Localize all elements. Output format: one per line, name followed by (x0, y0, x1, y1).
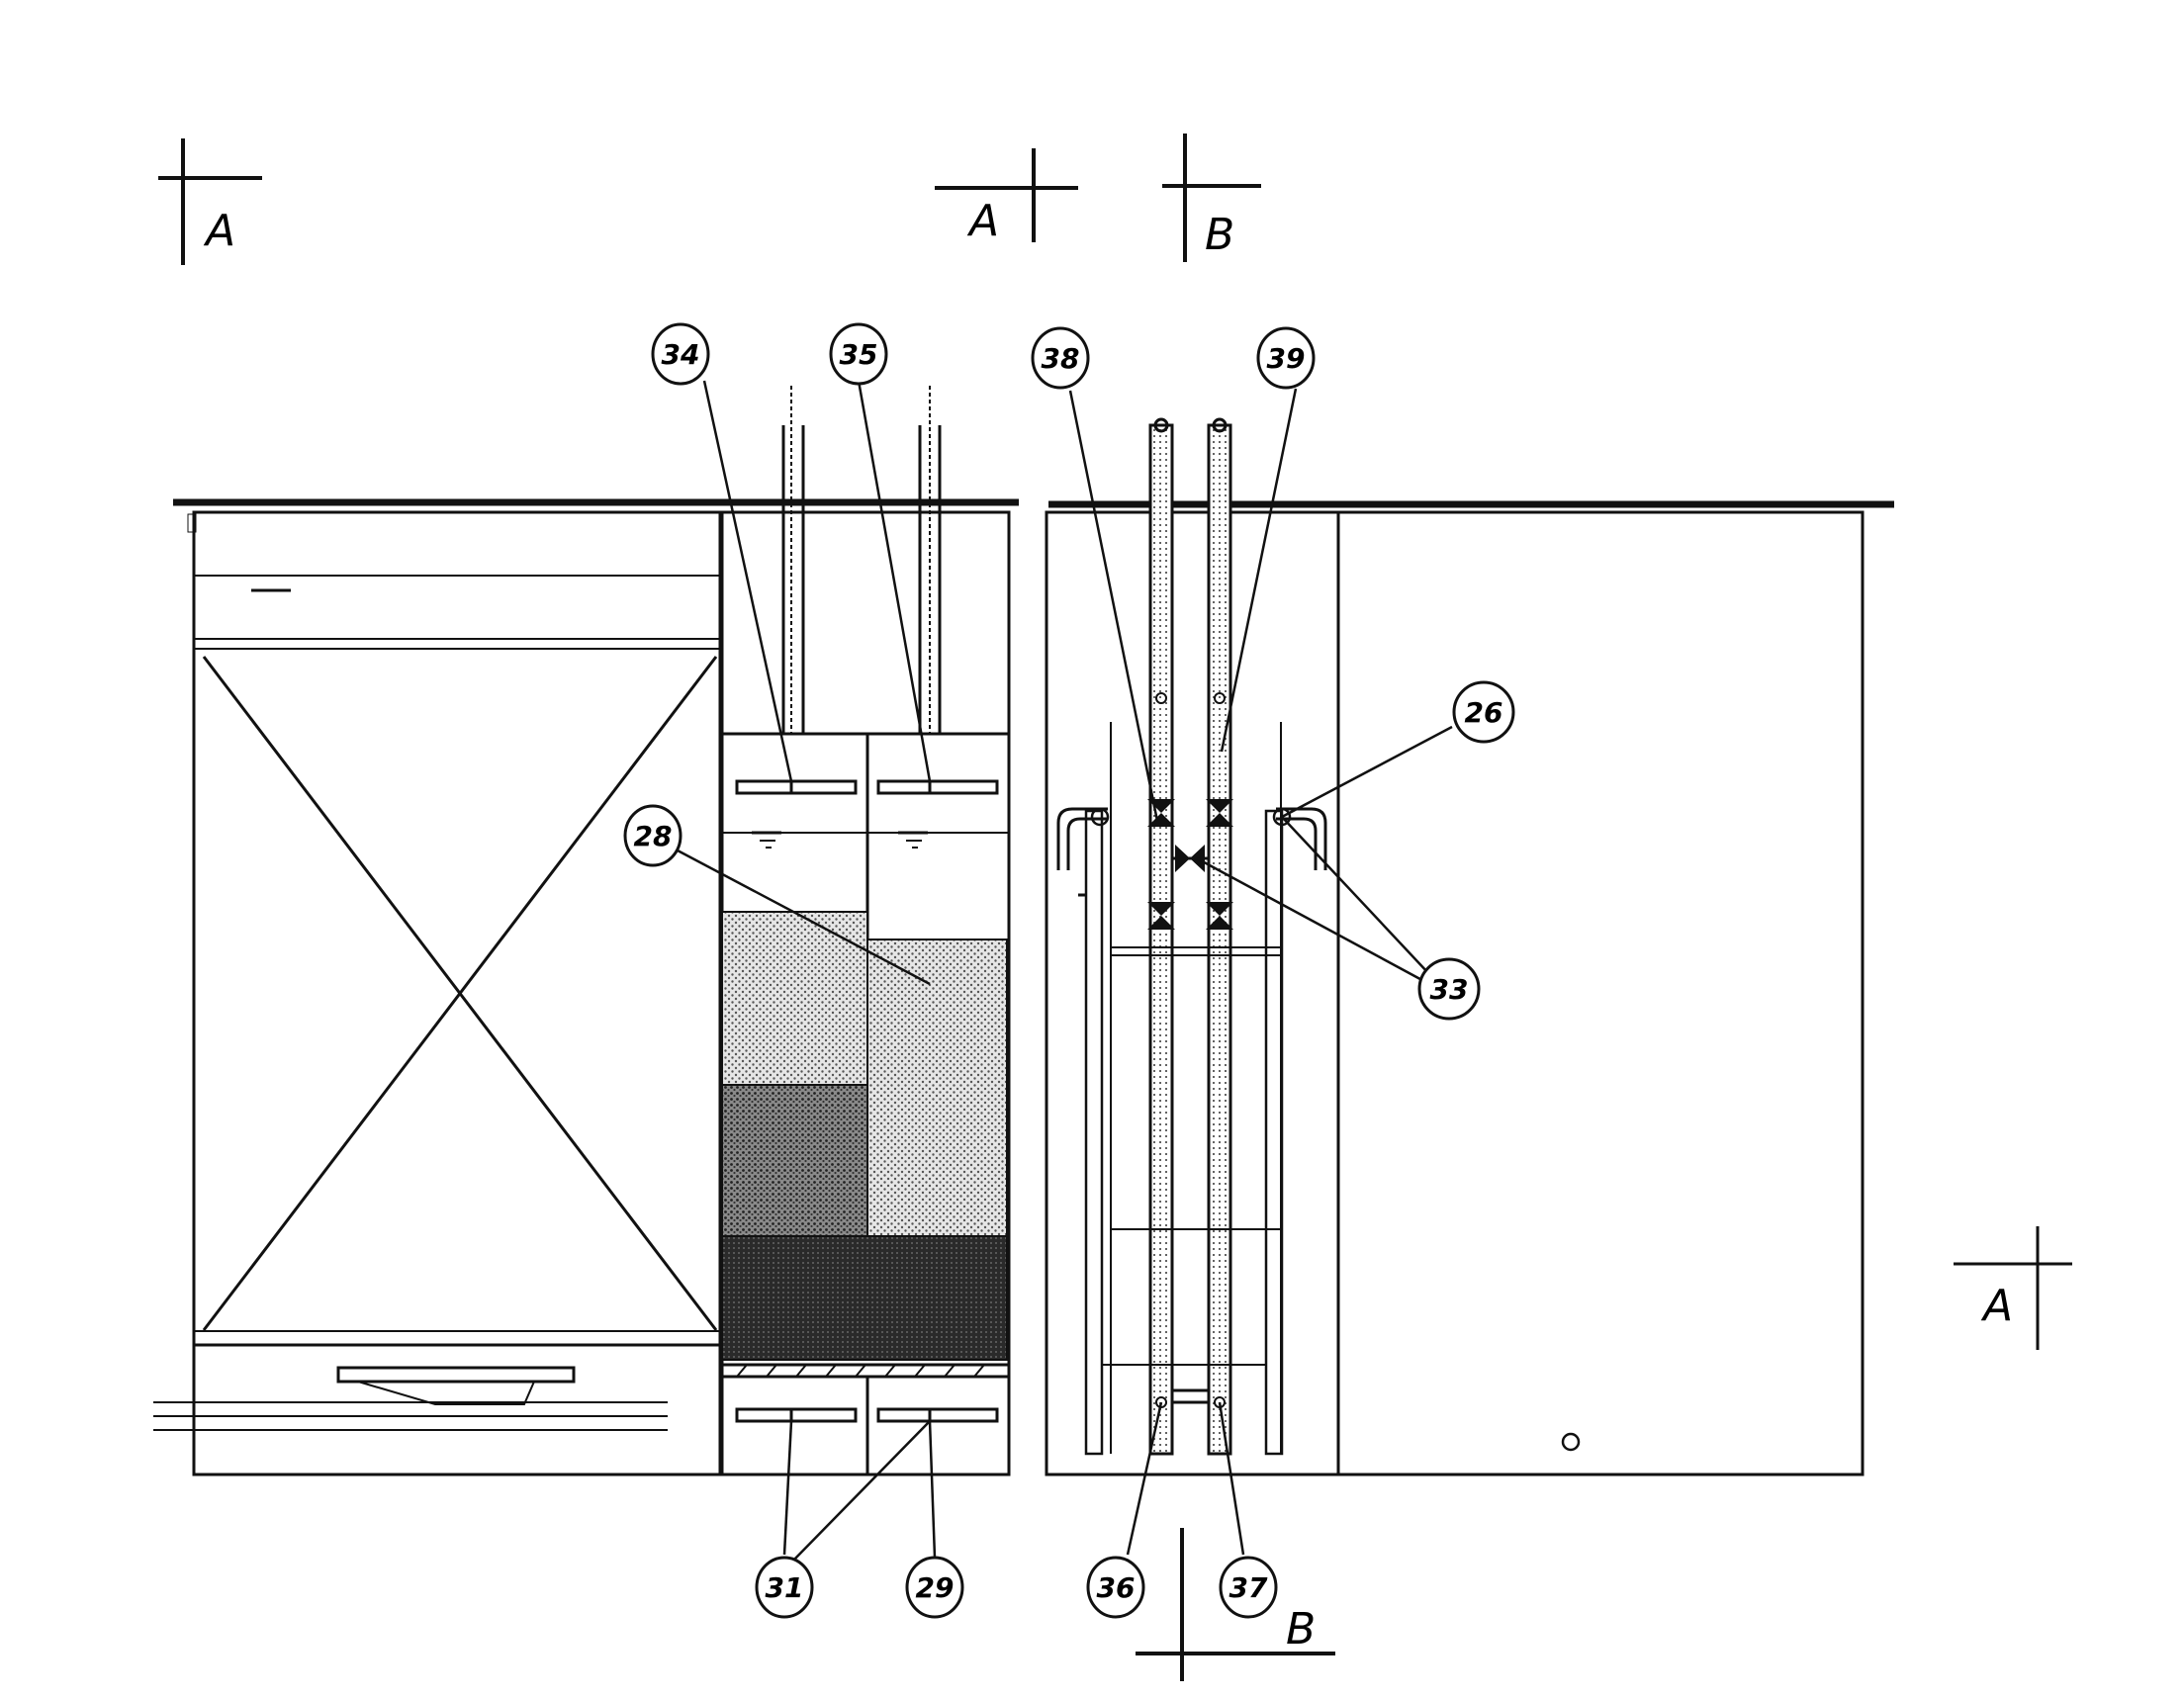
section-label: B (1205, 210, 1234, 260)
left-chamber (153, 510, 724, 1476)
section-label: A (1980, 1281, 2013, 1331)
callout-38: 38 (1031, 326, 1090, 390)
valve-lower-left (1147, 902, 1175, 930)
callout-number: 29 (916, 1571, 955, 1604)
fine-sand-layer-left (721, 911, 868, 1086)
section-label: B (1286, 1604, 1316, 1654)
section-mark-a-top-center: A (935, 148, 1078, 246)
callout-number: 37 (1229, 1571, 1268, 1604)
callout-31: 31 (755, 1556, 814, 1619)
callout-28: 28 (623, 804, 682, 867)
section-label: A (966, 196, 999, 246)
section-mark-a-top-left: A (158, 138, 262, 265)
callout-36: 36 (1086, 1556, 1145, 1619)
callout-number: 36 (1097, 1571, 1136, 1604)
section-label: A (203, 206, 235, 256)
section-mark-b-top: B (1162, 134, 1261, 262)
leader-lines (677, 380, 1453, 1564)
callout-number: 26 (1465, 696, 1503, 729)
callout-number: 38 (1042, 342, 1080, 375)
callout-35: 35 (829, 322, 888, 386)
callout-number: 35 (840, 338, 878, 371)
section-mark-b-bottom: B (1136, 1528, 1335, 1681)
callout-33: 33 (1417, 957, 1481, 1021)
callout-number: 28 (634, 820, 673, 852)
callout-number: 39 (1267, 342, 1306, 375)
right-tank (1336, 510, 1865, 1476)
callout-29: 29 (905, 1556, 964, 1619)
pipe-chamber (1045, 417, 1340, 1476)
callout-37: 37 (1219, 1556, 1278, 1619)
callout-39: 39 (1256, 326, 1316, 390)
callout-26: 26 (1452, 680, 1515, 744)
coarse-media-layer (721, 1084, 868, 1237)
cross-diagonal-2 (202, 656, 718, 1331)
fine-sand-layer-right (866, 939, 1008, 1237)
valve-upper-right (1206, 799, 1233, 827)
section-mark-a-right: A (1954, 1226, 2072, 1350)
callout-number: 34 (662, 338, 700, 371)
callout-34: 34 (651, 322, 710, 386)
valve-lower-right (1206, 902, 1233, 930)
callout-number: 33 (1430, 973, 1469, 1006)
filter-chamber (718, 386, 1011, 1476)
callout-number: 31 (766, 1571, 804, 1604)
gravel-layer (721, 1235, 1008, 1361)
